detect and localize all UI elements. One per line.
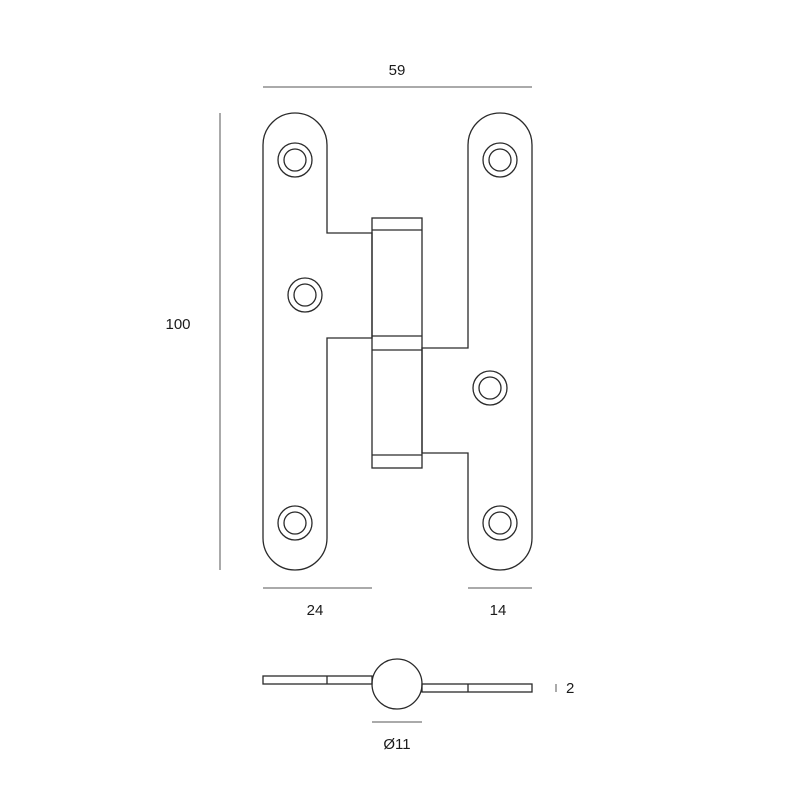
hinge-knuckle — [371, 217, 423, 469]
right-leaf-width-label: 14 — [490, 602, 507, 619]
screw-hole-left-bottom — [277, 505, 313, 541]
knuckle-diameter-label: Ø11 — [383, 736, 410, 753]
side-view-left-leaf — [262, 675, 373, 685]
side-view-knuckle — [371, 658, 423, 710]
screw-hole-right-middle — [472, 370, 508, 406]
screw-hole-left-middle — [287, 277, 323, 313]
left-hinge-leaf — [262, 112, 373, 571]
right-hinge-leaf — [421, 112, 533, 571]
screw-hole-right-bottom — [482, 505, 518, 541]
overall-height-label: 100 — [165, 316, 190, 333]
hinge-side-view — [262, 658, 533, 710]
screw-hole-right-top — [482, 142, 518, 178]
side-view-right-leaf — [421, 683, 533, 693]
left-leaf-width-label: 24 — [307, 602, 324, 619]
screw-hole-left-top — [277, 142, 313, 178]
thickness-label: 2 — [566, 680, 574, 697]
hinge-front-view — [262, 112, 533, 571]
overall-width-label: 59 — [389, 62, 406, 79]
